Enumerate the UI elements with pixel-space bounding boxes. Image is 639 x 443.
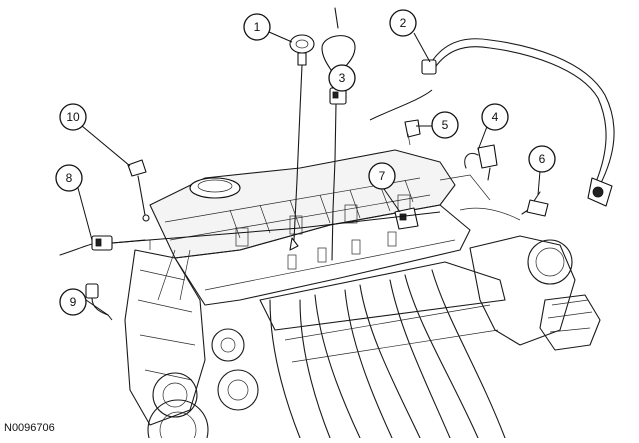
oil-dipstick bbox=[289, 34, 315, 251]
timing-cover bbox=[124, 249, 206, 426]
callout-number: 5 bbox=[442, 118, 449, 132]
callout-4: 4 bbox=[481, 103, 509, 131]
cylinder-head bbox=[174, 204, 471, 306]
callout-number: 8 bbox=[66, 171, 73, 185]
callout-number: 3 bbox=[339, 71, 346, 85]
throttle-body bbox=[469, 235, 601, 351]
callout-2: 2 bbox=[389, 9, 417, 37]
callout-number: 9 bbox=[70, 295, 77, 309]
sensor-9 bbox=[85, 283, 109, 316]
callout-7: 7 bbox=[368, 162, 396, 190]
callout-1: 1 bbox=[243, 13, 271, 41]
callout-number: 1 bbox=[254, 20, 261, 34]
callout-6: 6 bbox=[528, 145, 556, 173]
idler-pulley bbox=[217, 369, 259, 411]
fastener-10 bbox=[127, 159, 150, 222]
valve-cover bbox=[149, 149, 456, 259]
sensor-3 bbox=[329, 87, 347, 261]
sensor-5 bbox=[404, 119, 421, 146]
callout-number: 10 bbox=[66, 110, 80, 124]
crank-pulley bbox=[147, 399, 209, 443]
callout-5: 5 bbox=[431, 111, 459, 139]
vent-tube bbox=[421, 38, 615, 207]
sensor-7 bbox=[394, 207, 419, 230]
callout-number: 7 bbox=[379, 169, 386, 183]
oil-filler-cap bbox=[189, 177, 241, 199]
callout-3: 3 bbox=[328, 64, 356, 92]
callout-8: 8 bbox=[55, 164, 83, 192]
engine-block-drawing bbox=[124, 149, 601, 443]
bracket-6 bbox=[521, 191, 549, 217]
callout-number: 6 bbox=[539, 152, 546, 166]
callout-10: 10 bbox=[59, 103, 87, 131]
callout-9: 9 bbox=[59, 288, 87, 316]
connector-8 bbox=[59, 235, 146, 256]
pulley-upper bbox=[152, 372, 198, 418]
connector-4 bbox=[464, 144, 498, 181]
figure-id: N0096706 bbox=[4, 422, 55, 434]
intake-manifold bbox=[259, 261, 506, 439]
callout-number: 4 bbox=[492, 110, 499, 124]
callout-number: 2 bbox=[400, 16, 407, 30]
